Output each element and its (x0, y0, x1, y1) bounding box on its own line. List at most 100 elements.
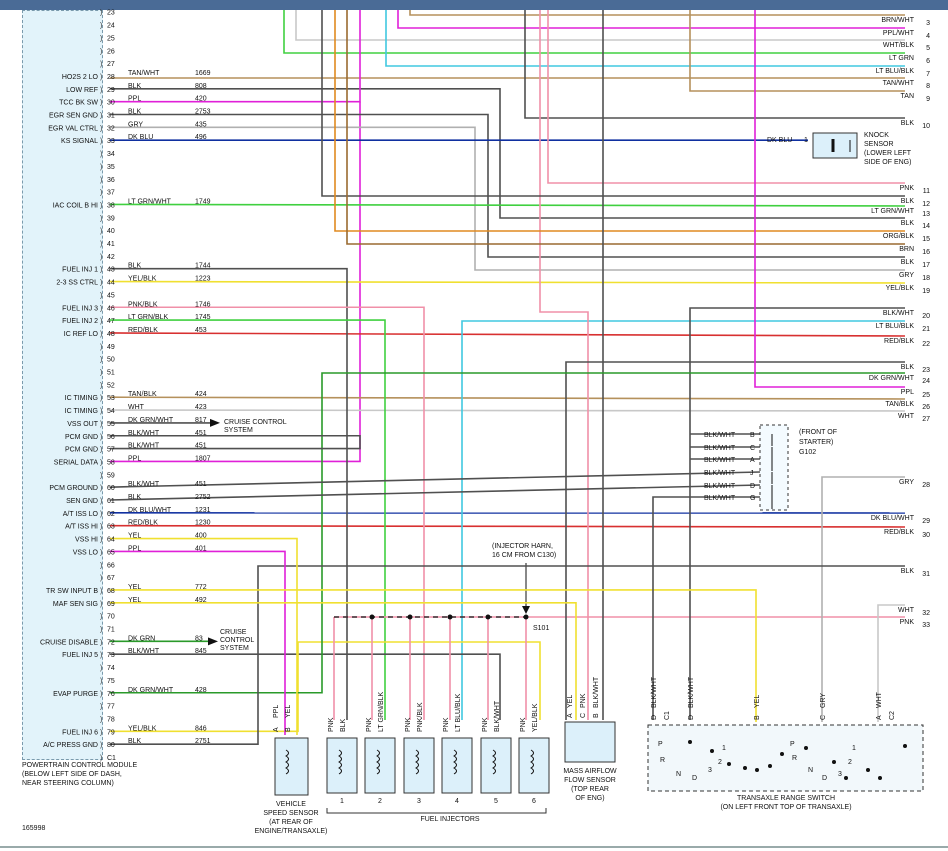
circuit-number: 451 (195, 430, 207, 437)
wire-yel-69 (110, 601, 577, 720)
wire-tan-blk-53 (109, 396, 906, 400)
knock-sensor-label: SENSOR (864, 141, 894, 148)
pcm-pin-number: 58 (107, 459, 115, 466)
right-terminal-number: 32 (922, 610, 930, 617)
pcm-pin-number: 73 (107, 652, 115, 659)
wire-lt-grn-wht-38 (109, 203, 906, 207)
wire-blk-61 (109, 484, 761, 501)
wire-inj2-ltgrn (110, 319, 386, 720)
pcm-pin-label: FUEL INJ 6 (62, 729, 98, 736)
pcm-pin-bracket: ) (100, 357, 102, 364)
knock-pin: 1 (804, 137, 808, 144)
pcm-pin-number: 53 (107, 395, 115, 402)
ground-pin-letter: D (750, 483, 755, 490)
wire-color-label: TAN/BLK (128, 391, 157, 398)
injector-b-color: LT GRN/BLK (378, 691, 385, 732)
pcm-pin-bracket: ) (100, 202, 102, 209)
pcm-pin-number: C1 (107, 755, 116, 762)
pcm-pin-bracket: ) (100, 344, 102, 351)
injector-coil-icon (338, 749, 342, 775)
pcm-pin-number: 67 (107, 575, 115, 582)
right-wire-color: PNK (900, 619, 915, 626)
right-wire-color: BLK (901, 364, 915, 371)
trs-position: 3 (838, 771, 842, 778)
wire-color-label: TAN/WHT (128, 70, 160, 77)
pcm-pin-bracket: ) (100, 614, 102, 621)
circuit-number: 435 (195, 121, 207, 128)
pcm-pin-label: VSS HI (75, 537, 98, 544)
injector-a-color: PNK (443, 717, 450, 732)
pcm-pin-bracket: ) (100, 151, 102, 158)
right-terminal-number: 22 (922, 341, 930, 348)
right-wire-color: LT GRN/WHT (871, 208, 915, 215)
right-terminal-number: 10 (922, 123, 930, 130)
pcm-pin-number: 48 (107, 331, 115, 338)
right-terminal-number: 31 (922, 571, 930, 578)
pcm-pin-bracket: ) (100, 485, 102, 492)
knock-wire-color: DK BLU (767, 137, 792, 144)
pcm-pin-label: FUEL INJ 1 (62, 267, 98, 274)
pcm-pin-number: 26 (107, 48, 115, 55)
pcm-pin-bracket: ) (100, 177, 102, 184)
right-wire-color: DK BLU/WHT (871, 515, 915, 522)
wire-tan-9 (689, 10, 905, 92)
pcm-pin-bracket: ) (100, 755, 102, 762)
right-wire-color: BRN/WHT (881, 17, 914, 24)
wire-ppl-wht-4 (397, 10, 905, 29)
circuit-number: 1223 (195, 276, 211, 283)
wire-brn-wht-3 (409, 10, 905, 16)
right-terminal-number: 11 (923, 188, 930, 195)
ground-label: (FRONT OF (799, 429, 837, 436)
pcm-pin-bracket: ) (100, 704, 102, 711)
pcm-pin-number: 44 (107, 280, 115, 287)
splice-dot (407, 614, 413, 620)
pcm-pin-bracket: ) (100, 562, 102, 569)
wire-color-label: PNK/BLK (128, 301, 158, 308)
trs-position: 2 (848, 759, 852, 766)
title-bar (0, 0, 948, 10)
pcm-pin-number: 79 (107, 729, 115, 736)
right-wire-color: LT BLU/BLK (876, 323, 915, 330)
injector-number: 1 (340, 798, 344, 805)
harness-arrow (522, 606, 530, 614)
maf-pin: B (593, 713, 600, 718)
pcm-pin-bracket: ) (100, 100, 102, 107)
pcm-pin-bracket: ) (100, 74, 102, 81)
pcm-pin-label: CRUISE DISABLE (40, 639, 98, 646)
wire-color-label: DK GRN/WHT (128, 687, 174, 694)
pcm-pin-number: 28 (107, 74, 115, 81)
right-wire-color: BRN (899, 246, 914, 253)
pcm-pin-bracket: ) (100, 164, 102, 171)
trs-contact (832, 760, 836, 764)
wire-brn-16 (346, 10, 905, 245)
wire-pnk-11 (547, 10, 905, 184)
trs-position: 1 (722, 745, 726, 752)
pcm-caption: (BELOW LEFT SIDE OF DASH, (22, 771, 122, 778)
right-wire-color: BLK (901, 568, 915, 575)
vss-label: VEHICLE (276, 801, 306, 808)
circuit-number: 846 (195, 725, 207, 732)
right-terminal-number: 7 (926, 71, 930, 78)
wire-color-label: LT GRN/BLK (128, 314, 169, 321)
wire-color-label: PPL (128, 545, 141, 552)
pcm-pin-bracket: ) (100, 48, 102, 55)
circuit-number: 428 (195, 687, 207, 694)
pcm-pin-label: MAF SEN SIG (53, 601, 98, 608)
pcm-pin-bracket: ) (100, 292, 102, 299)
pcm-pin-number: 62 (107, 511, 115, 518)
injector-a-color: PNK (328, 717, 335, 732)
circuit-number: 423 (195, 404, 207, 411)
wire-inj1-blk (110, 267, 348, 720)
ground-bus-box (759, 424, 789, 511)
right-terminal-number: 12 (922, 201, 930, 208)
pcm-pin-bracket: ) (100, 498, 102, 505)
pcm-pin-label: PCM GND (65, 447, 98, 454)
ground-wire-color: BLK/WHT (704, 457, 736, 464)
wire-inj5-blk (110, 653, 501, 720)
ground-wire-color: BLK/WHT (704, 483, 736, 490)
knock-sensor-label: SIDE OF ENG) (864, 159, 911, 166)
pcm-pin-label: A/T ISS LO (63, 511, 99, 518)
circuit-number: 492 (195, 597, 207, 604)
pcm-pin-number: 70 (107, 614, 115, 621)
